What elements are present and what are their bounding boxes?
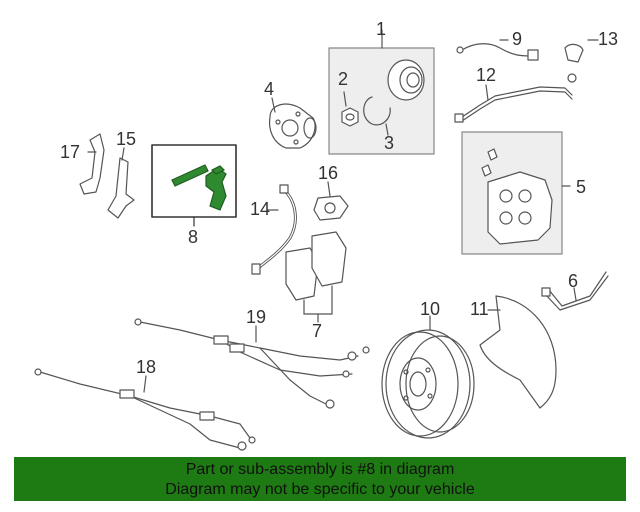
callout-4: 4 — [264, 79, 275, 99]
banner-line-2: Diagram may not be specific to your vehi… — [165, 481, 475, 498]
callout-18: 18 — [136, 357, 157, 377]
box-item-8 — [151, 144, 237, 218]
callout-2: 2 — [338, 69, 349, 89]
callout-11: 11 — [470, 299, 489, 319]
parts-diagram — [34, 29, 609, 451]
callout-13: 13 — [598, 29, 619, 49]
callout-6: 6 — [568, 271, 579, 291]
callout-14: 14 — [250, 199, 271, 219]
callout-19: 19 — [246, 307, 267, 327]
callout-16: 16 — [318, 163, 339, 183]
info-banner: Part or sub-assembly is #8 in diagram Di… — [14, 457, 626, 501]
callout-5: 5 — [576, 177, 587, 197]
callout-3: 3 — [384, 133, 395, 153]
callout-1: 1 — [376, 19, 387, 39]
part-8-hardware-kit[interactable] — [171, 164, 227, 211]
banner-line-1: Part or sub-assembly is #8 in diagram — [185, 461, 455, 478]
callout-7: 7 — [312, 321, 323, 341]
callout-9: 9 — [512, 29, 523, 49]
callout-17: 17 — [60, 142, 81, 162]
callout-8: 8 — [188, 227, 199, 247]
callout-12: 12 — [476, 65, 497, 85]
callout-15: 15 — [116, 129, 137, 149]
callout-10: 10 — [420, 299, 441, 319]
